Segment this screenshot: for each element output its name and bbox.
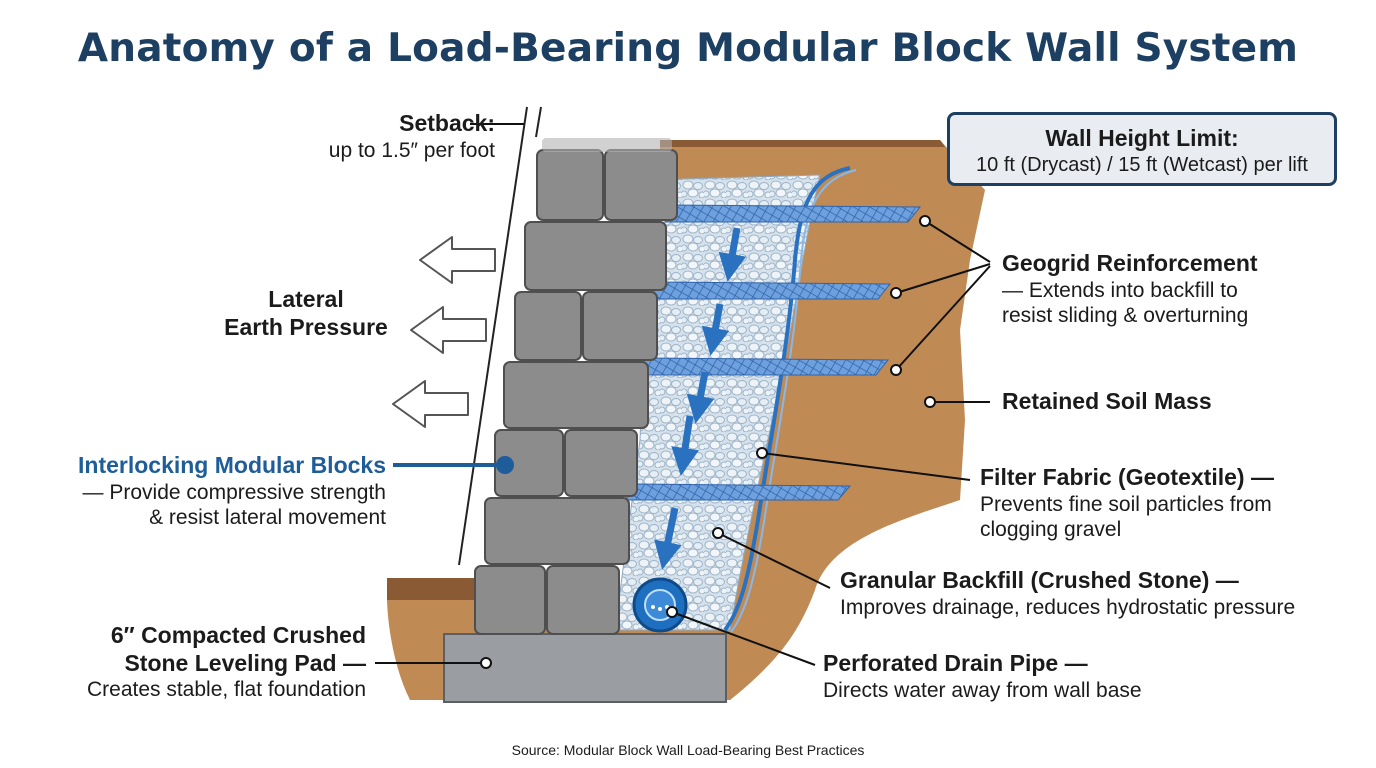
setback-line [458, 106, 528, 566]
soil-top [660, 140, 945, 147]
filter-label: Filter Fabric (Geotextile) — Prevents fi… [980, 464, 1350, 542]
blocks-body2: & resist lateral movement [149, 505, 386, 529]
setback-body: up to 1.5″ per foot [328, 138, 495, 162]
filter-body2: clogging gravel [980, 517, 1122, 541]
geogrid-body1: — Extends into backfill to [1002, 278, 1238, 302]
leader-dots [480, 215, 936, 669]
water-flow-arrows [654, 227, 747, 570]
lateral-line2: Earth Pressure [224, 313, 388, 340]
lateral-line1: Lateral [268, 286, 344, 312]
setback-label: Setback: up to 1.5″ per foot [250, 110, 495, 163]
wall-height-limit-box: Wall Height Limit: 10 ft (Drycast) / 15 … [947, 112, 1337, 186]
setback-heading: Setback: [399, 110, 495, 136]
backfill-label: Granular Backfill (Crushed Stone) — Impr… [840, 567, 1350, 620]
pad-body: Creates stable, flat foundation [86, 678, 366, 702]
blocks-body1: — Provide compressive strength [82, 480, 386, 504]
backfill-body: Improves drainage, reduces hydrostatic p… [840, 595, 1296, 619]
wall-height-heading: Wall Height Limit: [1045, 125, 1239, 151]
leveling-pad [443, 633, 727, 703]
filter-heading: Filter Fabric (Geotextile) — [980, 464, 1274, 490]
blocks-label: Interlocking Modular Blocks — Provide co… [30, 452, 386, 530]
wall-height-body: 10 ft (Drycast) / 15 ft (Wetcast) per li… [976, 154, 1308, 176]
geogrid-label: Geogrid Reinforcement — Extends into bac… [1002, 250, 1332, 328]
lateral-pressure-label: Lateral Earth Pressure [206, 286, 406, 341]
soil-heading: Retained Soil Mass [1002, 388, 1212, 414]
filter-body1: Prevents fine soil particles from [980, 492, 1272, 516]
geogrid-heading: Geogrid Reinforcement [1002, 250, 1258, 276]
drain-pipe [632, 577, 688, 633]
leader-lines [375, 123, 991, 666]
ground-left [387, 578, 480, 600]
geogrid-body2: resist sliding & overturning [1002, 303, 1249, 327]
filter-fabric [723, 166, 851, 632]
page-title: Anatomy of a Load-Bearing Modular Block … [77, 26, 1299, 71]
source-caption: Source: Modular Block Wall Load-Bearing … [511, 742, 865, 758]
soil-label: Retained Soil Mass [1002, 388, 1302, 416]
blocks-heading: Interlocking Modular Blocks [78, 452, 386, 478]
drain-label: Perforated Drain Pipe — Directs water aw… [823, 650, 1223, 703]
drain-heading: Perforated Drain Pipe — [823, 650, 1088, 676]
backfill-heading: Granular Backfill (Crushed Stone) — [840, 567, 1239, 593]
lateral-pressure-arrows [392, 236, 496, 428]
pad-heading2: Stone Leveling Pad — [124, 649, 366, 676]
modular-blocks [474, 149, 678, 635]
pad-label: 6″ Compacted Crushed Stone Leveling Pad … [40, 622, 366, 702]
drain-body: Directs water away from wall base [823, 678, 1142, 702]
pad-heading1: 6″ Compacted Crushed [110, 622, 366, 648]
